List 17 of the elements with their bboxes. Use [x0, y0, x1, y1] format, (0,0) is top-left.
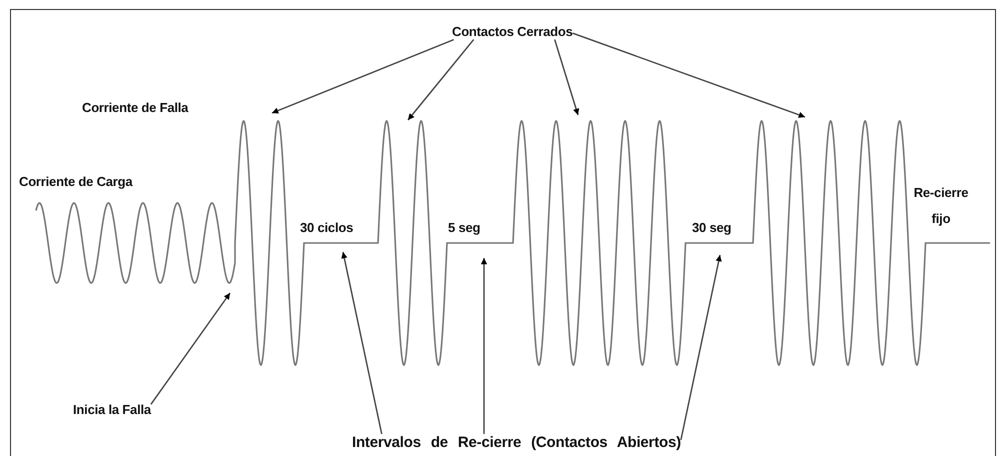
arrow — [150, 292, 231, 405]
arrow — [407, 39, 474, 120]
callout-text: Inicia la Falla — [73, 402, 151, 418]
arrow — [680, 254, 722, 440]
waveform-label: Corriente de Falla — [82, 100, 188, 116]
arrow — [272, 38, 454, 114]
arrow — [480, 258, 488, 434]
waveform-label: 30 ciclos — [300, 220, 354, 236]
waveform-label: 30 seg — [692, 220, 732, 236]
callout-text: Intervalos de Re-cierre (Contactos Abiertos) — [352, 434, 681, 452]
waveform-label: 5 seg — [448, 220, 480, 236]
waveform-label: Corriente de Carga — [19, 174, 132, 190]
arrow — [341, 252, 382, 434]
callout-text: Contactos Cerrados — [452, 24, 573, 40]
waveform-label: Re-cierre fijo — [912, 184, 970, 228]
arrow — [554, 39, 580, 116]
arrow — [572, 32, 806, 118]
